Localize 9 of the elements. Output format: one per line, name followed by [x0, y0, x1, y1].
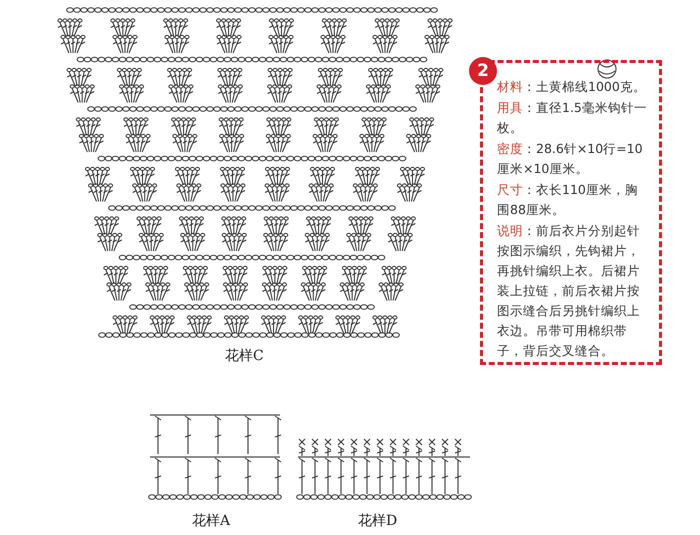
chart-caption: 花样D [358, 512, 398, 530]
number-badge: 2 [469, 57, 497, 85]
spec-text: 尺寸：衣长110厘米，胸围88厘米。 [497, 181, 639, 219]
chart-caption: 花样A [192, 512, 230, 530]
spec-text: 材料：土黄棉线1000克。 [497, 78, 647, 96]
spec-text: 密度：28.6针×10行=10厘米×10厘米。 [497, 140, 644, 178]
chart-caption: 花样C [225, 347, 264, 365]
spec-text: 用具：直径1.5毫米钩针一枚。 [497, 99, 648, 137]
spec-text: 说明：前后衣片分别起针按图示编织，先钩裙片，再挑针编织上衣。后裙片装上拉链，前后衣裙片按图示缝合后另挑针编织上衣边。吊带可用棉织带子，背后交叉缝合。 [497, 222, 641, 360]
